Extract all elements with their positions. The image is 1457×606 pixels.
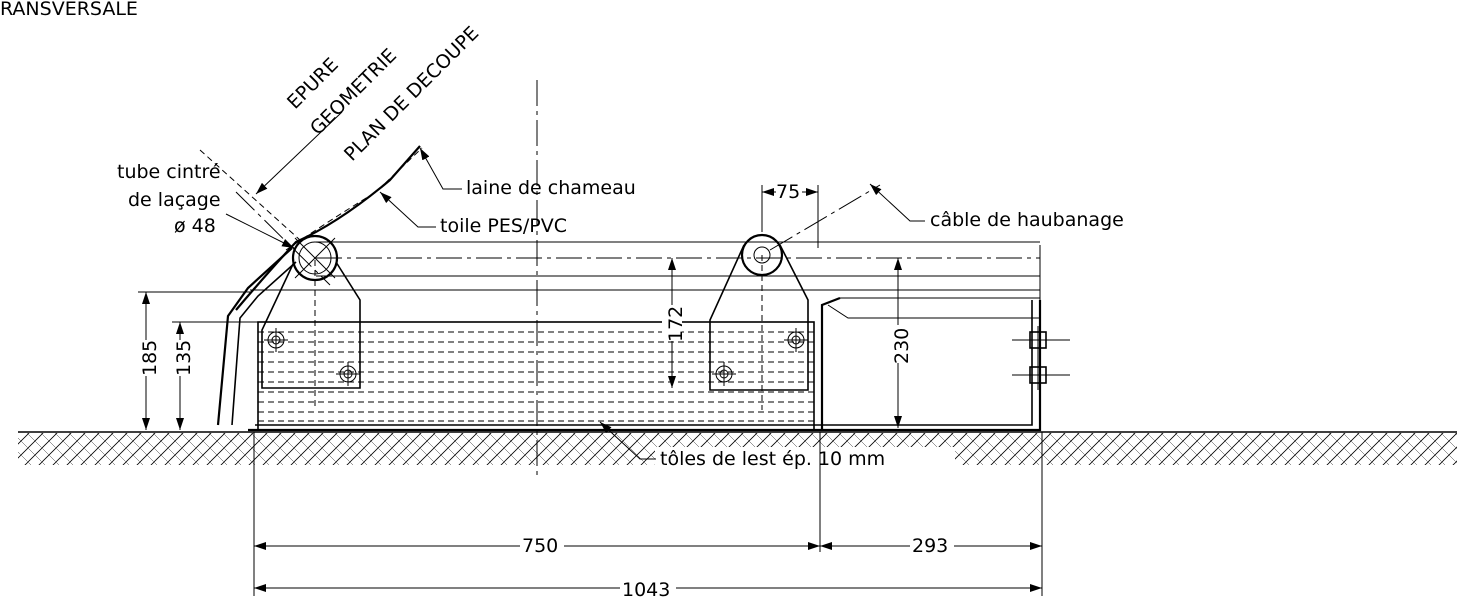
laine-leader bbox=[419, 147, 462, 190]
fabric-path bbox=[235, 145, 423, 311]
bolt-icon bbox=[784, 328, 808, 352]
cover-layers bbox=[250, 241, 1040, 291]
dim-293: 293 bbox=[820, 533, 1042, 557]
tube-leader bbox=[225, 213, 295, 249]
tube-label-line1: tube cintré bbox=[117, 161, 221, 183]
dim-293-value: 293 bbox=[912, 535, 948, 557]
toile-leader bbox=[379, 191, 436, 228]
dim-230-value: 230 bbox=[891, 328, 913, 364]
toles-leader bbox=[599, 421, 656, 460]
dim-185: 185 bbox=[136, 291, 250, 430]
dim-750-value: 750 bbox=[522, 535, 558, 557]
bolt-icon bbox=[712, 362, 736, 386]
dim-135-value: 135 bbox=[173, 340, 195, 376]
dim-75: 75 bbox=[761, 180, 819, 248]
ground-hatching bbox=[18, 431, 1457, 471]
side-bolts bbox=[1012, 326, 1070, 390]
bolt-icon bbox=[264, 328, 288, 352]
dim-172-value: 172 bbox=[665, 306, 687, 342]
dim-750: 750 bbox=[254, 533, 820, 557]
dim-185-value: 185 bbox=[139, 340, 161, 376]
dim-1043-value: 1043 bbox=[622, 579, 670, 601]
tube-label-line3: ø 48 bbox=[174, 215, 216, 237]
left-lacing-tube bbox=[261, 234, 361, 410]
tube-label-line2: de laçage bbox=[128, 189, 221, 211]
dim-135: 135 bbox=[170, 321, 262, 430]
laine-label: laine de chameau bbox=[466, 177, 636, 199]
bottom-extension-lines bbox=[253, 432, 1043, 596]
drawing-title-fragment: RANSVERSALE bbox=[0, 0, 138, 20]
cable-label: câble de haubanage bbox=[930, 209, 1124, 231]
dim-172: 172 bbox=[662, 258, 687, 388]
cable-leader bbox=[869, 183, 925, 222]
dim-230: 230 bbox=[888, 258, 913, 428]
dim-1043: 1043 bbox=[254, 576, 1042, 601]
ballast-plates bbox=[257, 321, 815, 431]
cover-profile bbox=[216, 245, 1042, 432]
right-guy-tube bbox=[709, 184, 881, 410]
toles-label: tôles de lest ép. 10 mm bbox=[660, 448, 885, 470]
toile-label: toile PES/PVC bbox=[440, 215, 567, 237]
bolt-icon bbox=[336, 362, 360, 386]
section-cut-lines bbox=[199, 111, 343, 286]
dim-75-value: 75 bbox=[776, 181, 800, 203]
